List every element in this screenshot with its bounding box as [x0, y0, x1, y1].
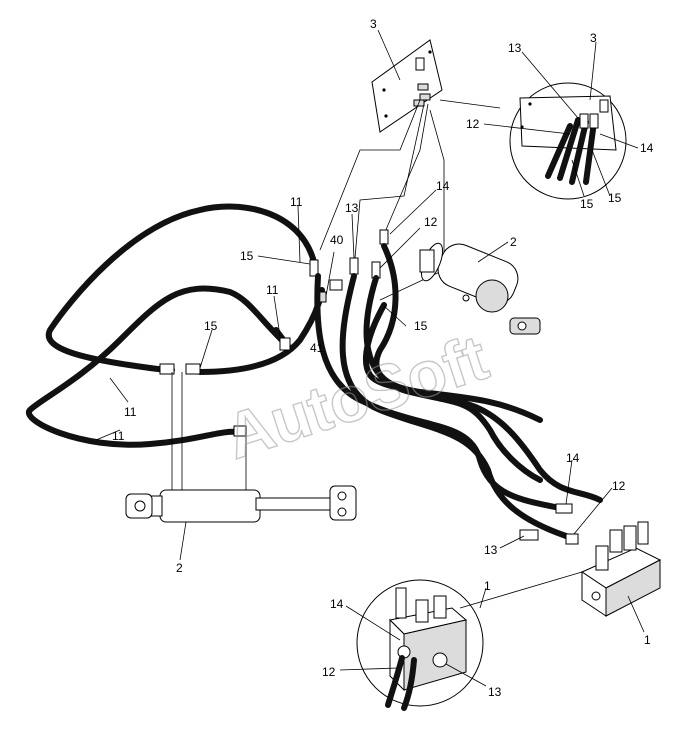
callout-12: 12 — [612, 479, 626, 493]
callout-15: 15 — [580, 197, 594, 211]
callout-14: 14 — [640, 141, 654, 155]
fittings — [159, 229, 389, 437]
callout-1: 1 — [484, 579, 491, 593]
callout-13: 13 — [488, 685, 502, 699]
callout-14: 14 — [566, 451, 580, 465]
hose-bundle — [314, 243, 603, 539]
callout-1: 1 — [644, 633, 651, 647]
cylinder-lower — [125, 485, 357, 523]
control-valve — [580, 521, 662, 617]
callout-2: 2 — [176, 561, 183, 575]
callout-14: 14 — [436, 179, 450, 193]
leader-lines — [95, 29, 645, 687]
callout-3: 3 — [590, 31, 597, 45]
callout-3: 3 — [370, 17, 377, 31]
callout-11: 11 — [266, 283, 279, 297]
callout-15: 15 — [608, 191, 622, 205]
callout-11: 11 — [124, 405, 137, 419]
callout-11: 11 — [290, 195, 303, 209]
callout-15: 15 — [204, 319, 218, 333]
callout-12: 12 — [466, 117, 480, 131]
watermark: AutoSoft — [217, 321, 496, 473]
callout-40: 40 — [330, 233, 344, 247]
detail-valve-view — [356, 579, 484, 711]
callout-41: 41 — [310, 341, 324, 355]
callout-15: 15 — [414, 319, 428, 333]
mounting-plate — [371, 39, 443, 133]
callout-11: 11 — [112, 429, 125, 443]
callout-13: 13 — [508, 41, 522, 55]
callout-13: 13 — [484, 543, 498, 557]
callout-14: 14 — [330, 597, 344, 611]
callout-13: 13 — [345, 201, 359, 215]
detail-plate-view — [509, 82, 627, 200]
cylinder-upper — [419, 242, 541, 335]
callout-12: 12 — [322, 665, 336, 679]
callout-2: 2 — [510, 235, 517, 249]
callout-15: 15 — [240, 249, 254, 263]
callouts: 3 3 13 12 14 15 15 11 13 14 12 2 15 40 1… — [112, 17, 654, 699]
callout-12: 12 — [424, 215, 438, 229]
